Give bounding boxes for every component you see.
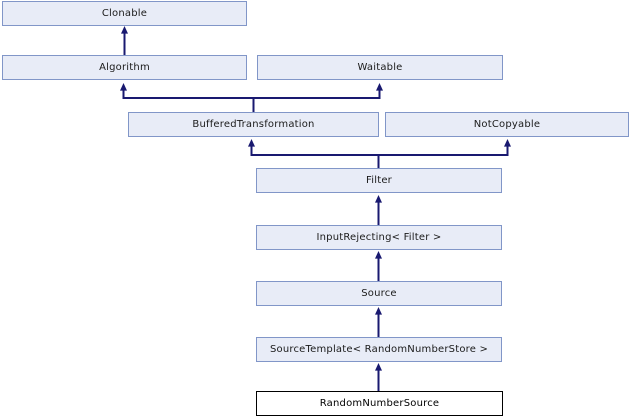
- node-notcopyable[interactable]: NotCopyable: [385, 112, 629, 137]
- node-source[interactable]: Source: [256, 281, 502, 306]
- node-waitable[interactable]: Waitable: [257, 55, 503, 80]
- node-algorithm[interactable]: Algorithm: [2, 55, 247, 80]
- node-label: Filter: [366, 175, 392, 186]
- node-label: Waitable: [357, 62, 403, 73]
- node-filter[interactable]: Filter: [256, 168, 502, 193]
- node-bufferedtransformation[interactable]: BufferedTransformation: [128, 112, 379, 137]
- node-sourcetemplate-randomnumberstore[interactable]: SourceTemplate< RandomNumberStore >: [256, 337, 502, 362]
- node-randomnumbersource: RandomNumberSource: [256, 391, 503, 416]
- edge-filter-bufferedtransformation: [248, 139, 380, 168]
- node-label: BufferedTransformation: [192, 119, 315, 130]
- node-inputrejecting-filter[interactable]: InputRejecting< Filter >: [256, 225, 502, 250]
- edge-bufferedtransformation-algorithm: [120, 83, 255, 112]
- node-clonable[interactable]: Clonable: [2, 1, 247, 26]
- node-label: Algorithm: [99, 62, 150, 73]
- node-label: NotCopyable: [473, 119, 541, 130]
- node-label: InputRejecting< Filter >: [316, 232, 442, 243]
- node-label: RandomNumberSource: [319, 398, 440, 409]
- node-label: SourceTemplate< RandomNumberStore >: [269, 344, 489, 355]
- edge-filter-notcopyable: [378, 139, 511, 156]
- node-label: Source: [361, 288, 397, 299]
- edge-bufferedtransformation-waitable: [253, 83, 383, 99]
- node-label: Clonable: [101, 8, 148, 19]
